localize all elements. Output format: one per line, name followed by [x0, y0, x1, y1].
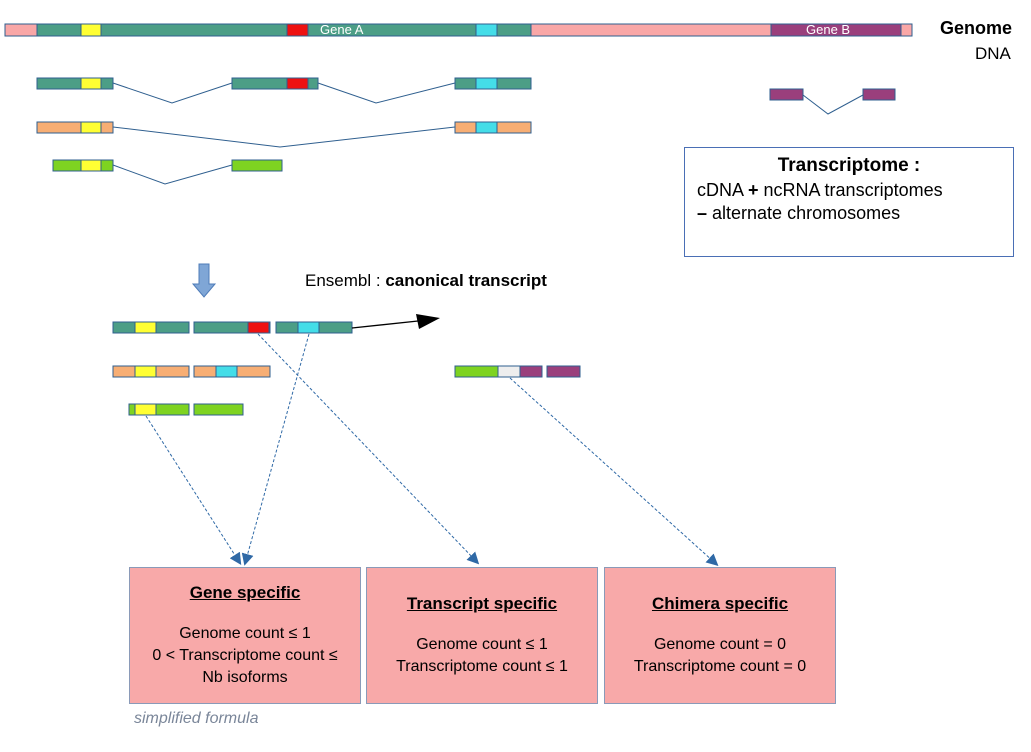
transcriptome-line-2: – alternate chromosomes [697, 203, 901, 223]
gene-specific-line-3: Nb isoforms [202, 669, 288, 686]
canonical-green [128, 403, 244, 416]
genome-title: Genome [940, 18, 1013, 38]
gene-b-transcript [769, 88, 896, 115]
chimera-transcript [454, 365, 581, 378]
canonical-pointer-arrowhead-icon [416, 314, 440, 329]
isoform-1 [36, 77, 532, 104]
gene-specific-line-2: 0 < Transcriptome count ≤ [152, 647, 338, 664]
dotted-arrow-cyan-to-gene [241, 333, 310, 566]
dotted-arrow-yellow-to-gene [145, 415, 242, 566]
isoform-3 [52, 159, 283, 185]
chimera-specific-line-2: Transcriptome count = 0 [633, 658, 807, 675]
transcript-specific-card: Transcript specific Genome count ≤ 1 Tra… [366, 567, 598, 704]
transcript-specific-line-1: Genome count ≤ 1 [416, 636, 548, 653]
genome-dna-bar: Gene A Gene B [4, 22, 913, 37]
simplified-formula-note: simplified formula [134, 710, 259, 727]
gene-b-region [770, 23, 902, 37]
transcript-specific-line-2: Transcriptome count ≤ 1 [396, 658, 568, 675]
ensembl-label: Ensembl : canonical transcript [305, 271, 547, 290]
isoform-2 [36, 121, 532, 148]
down-arrow-icon [191, 263, 217, 298]
gene-b-label: Gene B [806, 22, 850, 37]
transcript-specific-title: Transcript specific [406, 594, 558, 613]
canonical-pointer-line [351, 320, 419, 329]
transcriptome-line-1: cDNA + ncRNA transcriptomes [697, 180, 943, 200]
canonical-orange [112, 365, 271, 378]
chimera-specific-title: Chimera specific [651, 594, 789, 613]
transcriptome-box: Transcriptome : cDNA + ncRNA transcripto… [684, 147, 1014, 257]
dotted-arrow-chimera [509, 377, 719, 567]
gene-specific-card: Gene specific Genome count ≤ 1 0 < Trans… [129, 567, 361, 704]
gene-a-region [36, 23, 532, 37]
gene-a-label: Gene A [320, 22, 364, 37]
gene-specific-line-1: Genome count ≤ 1 [179, 625, 311, 642]
transcriptome-title: Transcriptome : [777, 155, 921, 176]
chimera-specific-line-1: Genome count = 0 [653, 636, 787, 653]
canonical-teal [112, 321, 353, 334]
dotted-arrow-red-to-transcript [257, 333, 480, 565]
chimera-specific-card: Chimera specific Genome count = 0 Transc… [604, 567, 836, 704]
gene-specific-title: Gene specific [189, 583, 301, 602]
genome-subtitle: DNA [975, 44, 1011, 63]
